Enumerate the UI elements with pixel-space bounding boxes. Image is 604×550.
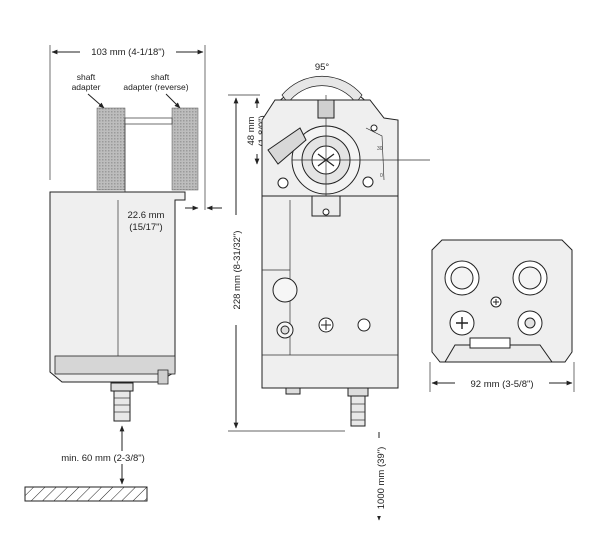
top-width-dimension: 103 mm (4-1/18") <box>91 47 165 58</box>
rotation-sector <box>281 75 363 104</box>
conduit-knockout <box>272 277 298 303</box>
cable-length: 1000 mm (39") <box>376 447 387 510</box>
mount-bracket <box>444 344 553 363</box>
crank-arm <box>267 127 307 165</box>
adapter-offset-mm: 22.6 mm <box>128 210 165 221</box>
clamp-bolt <box>317 99 335 119</box>
housing-base <box>54 355 176 375</box>
shaft <box>124 117 173 125</box>
shaft-offset-mm: 48 mm <box>246 116 257 145</box>
shaft-adapter-reverse <box>171 107 199 191</box>
shaft-adapter-label-2: adapter <box>72 82 101 92</box>
cable-gland-side <box>113 390 131 422</box>
housing-side <box>49 191 186 383</box>
front-view: 228 mm (8-31/32") 48 mm (1-8/9") 95° <box>226 62 430 521</box>
housing-clip <box>157 369 169 385</box>
shaft-adapter-label-1: shaft <box>77 72 96 82</box>
height-dimension: 228 mm (8-31/32") <box>232 231 243 310</box>
scale-mark-0: 0 <box>380 173 383 179</box>
adapter-offset-in: (15/17") <box>129 222 162 233</box>
side-view: 103 mm (4-1/18") shaft adapter shaft ada… <box>24 45 222 502</box>
screw-icon <box>362 176 374 188</box>
adapter-block <box>311 195 341 217</box>
cable-gland-front <box>350 395 366 427</box>
rotation-angle: 95° <box>315 62 330 73</box>
bottom-view: 92 mm (3-5/8") <box>429 239 575 392</box>
depth-dimension: 92 mm (3-5/8") <box>470 379 533 390</box>
shaft-adapter <box>96 107 126 191</box>
dim-text-bg <box>80 45 176 57</box>
adapter-leader <box>87 93 105 109</box>
floor-surface <box>24 486 148 502</box>
shaft-adapter-reverse-label-2: adapter (reverse) <box>123 82 188 92</box>
gland-nut-front <box>347 387 369 397</box>
screw-icon <box>277 177 289 189</box>
adapter-reverse-leader <box>165 93 181 109</box>
scale-mark-30: 30 <box>377 146 383 152</box>
shaft-adapter-reverse-label-1: shaft <box>151 72 170 82</box>
indicator-led <box>357 318 371 332</box>
clearance-dimension: min. 60 mm (2-3/8") <box>61 453 145 464</box>
gland-nut-side <box>110 382 134 392</box>
